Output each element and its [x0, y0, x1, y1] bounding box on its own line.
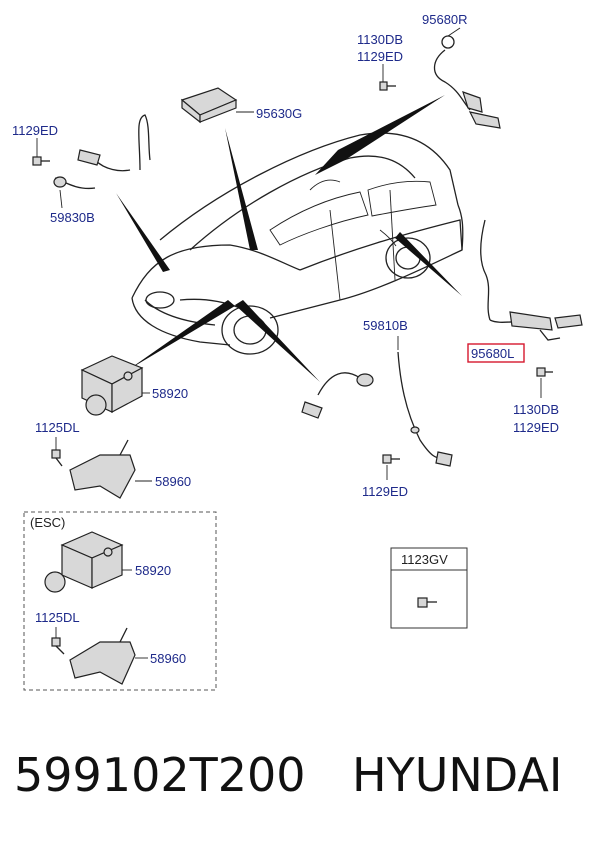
label-95630G: 95630G [256, 106, 302, 121]
bolt-icon [536, 367, 553, 377]
label-58960-a: 58960 [155, 474, 191, 489]
bolt-icon [51, 637, 65, 655]
yaw-rate-sensor [180, 87, 254, 124]
car-illustration [131, 132, 464, 355]
footer-brand: HYUNDAI [352, 748, 563, 802]
bolt-icon [382, 454, 400, 464]
label-1125DL-a: 1125DL [35, 420, 80, 435]
label-58920-a: 58920 [152, 386, 188, 401]
label-1130DB-right: 1130DB [513, 402, 559, 417]
label-1129ED-right: 1129ED [513, 420, 559, 435]
label-59810B: 59810B [363, 318, 408, 333]
abs-hydraulic-unit [80, 355, 144, 416]
label-1129ED-left: 1129ED [12, 123, 58, 138]
wheel-speed-sensor-rear-left [479, 219, 583, 341]
pointer-wedges [116, 95, 462, 382]
label-1129ED-top: 1129ED [357, 49, 403, 64]
bolt-icon [51, 449, 63, 467]
bolt-icon [379, 81, 396, 91]
label-95680R: 95680R [422, 12, 468, 27]
brake-hose-front-left [53, 114, 151, 190]
label-1125DL-b: 1125DL [35, 610, 80, 625]
fastener-box [390, 547, 468, 629]
esc-dashed-box [23, 511, 217, 691]
brake-hose-front-right [301, 351, 453, 467]
wheel-speed-sensor-rear-right [433, 27, 501, 129]
parts-diagram: 95680R 1130DB 1129ED 95630G 1129ED 59830… [12, 12, 583, 691]
label-95680L: 95680L [471, 346, 514, 361]
bolt-icon [417, 597, 437, 608]
label-1130DB-top: 1130DB [357, 32, 403, 47]
footer-part-number: 599102T200 [14, 748, 306, 802]
bolt-icon [32, 156, 50, 166]
label-1129ED-mid: 1129ED [362, 484, 408, 499]
label-59830B: 59830B [50, 210, 95, 225]
label-58960-b: 58960 [150, 651, 186, 666]
esc-bracket [69, 627, 136, 685]
label-1123GV: 1123GV [401, 552, 448, 567]
abs-bracket [69, 439, 136, 499]
highlight-box-95680L [467, 343, 525, 363]
label-58920-b: 58920 [135, 563, 171, 578]
esc-hydraulic-unit [44, 531, 124, 593]
label-esc: (ESC) [30, 515, 65, 530]
